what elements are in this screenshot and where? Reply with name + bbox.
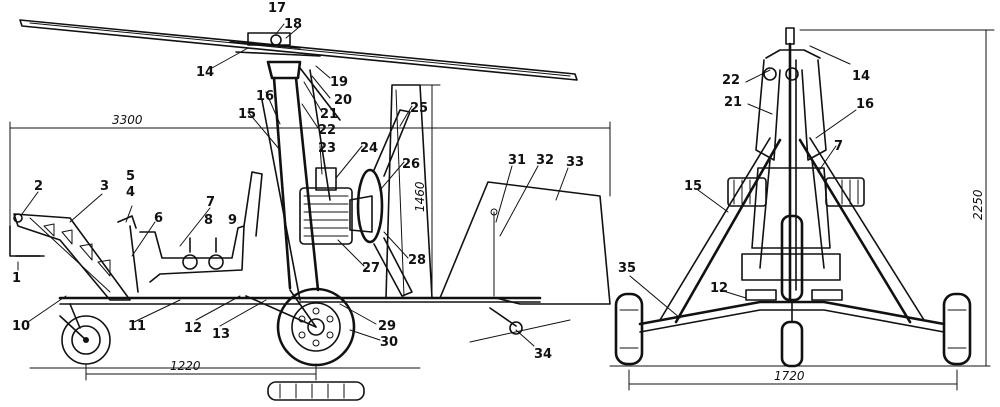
callout-4: 4 xyxy=(126,185,135,200)
front-axle xyxy=(638,289,946,333)
callout-14: 14 xyxy=(196,65,214,80)
callout-16: 16 xyxy=(256,89,274,104)
callout-12: 12 xyxy=(184,321,202,336)
front-struts xyxy=(659,137,925,324)
leader-lines xyxy=(17,23,569,347)
callout-21: 21 xyxy=(320,107,338,122)
front-callout-15: 15 xyxy=(684,179,702,194)
callout-5: 5 xyxy=(126,169,135,184)
callout-6: 6 xyxy=(154,211,163,226)
front-nose-wheel xyxy=(780,214,804,368)
dim-rear-height: 1460 xyxy=(413,84,441,299)
callout-7: 7 xyxy=(206,195,215,210)
front-right-wheel xyxy=(942,292,972,366)
callout-22: 22 xyxy=(318,123,336,138)
overall-height-label: 2250 xyxy=(971,189,985,220)
callout-13: 13 xyxy=(212,327,230,342)
front-callout-35: 35 xyxy=(618,261,636,276)
engine xyxy=(299,167,373,245)
callout-1: 1 xyxy=(12,271,21,286)
propeller xyxy=(356,109,413,297)
callout-28: 28 xyxy=(408,253,426,268)
dim-overall-height: 2250 xyxy=(799,29,995,367)
front-left-wheel xyxy=(614,292,644,366)
callout-3: 3 xyxy=(100,179,109,194)
wheel-base-label: 1220 xyxy=(170,359,201,373)
nose-wheel xyxy=(59,303,111,365)
callout-20: 20 xyxy=(334,93,352,108)
callout-9: 9 xyxy=(228,213,237,228)
dim-wheel-base: 1220 xyxy=(85,359,317,381)
front-truss xyxy=(9,213,131,301)
front-leader-lines xyxy=(629,45,857,319)
front-callout-12: 12 xyxy=(710,281,728,296)
front-rotor-head xyxy=(763,27,821,302)
tyre-detail xyxy=(267,381,365,401)
callout-34: 34 xyxy=(534,347,552,362)
overall-length-label: 3300 xyxy=(112,113,143,127)
side-view: 3300 1220 1460 xyxy=(9,1,611,401)
front-view: 1720 2250 7 12 14 15 16 21 22 35 xyxy=(609,27,995,391)
tail-fairing xyxy=(439,181,611,305)
dim-overall-length: 3300 xyxy=(9,113,611,251)
callout-33: 33 xyxy=(566,155,584,170)
callout-2: 2 xyxy=(34,179,43,194)
callout-10: 10 xyxy=(12,319,30,334)
tail-skid xyxy=(469,307,571,343)
callout-24: 24 xyxy=(360,141,378,156)
front-callout-14: 14 xyxy=(852,69,870,84)
callout-25: 25 xyxy=(410,101,428,116)
front-callout-21: 21 xyxy=(724,95,742,110)
seat xyxy=(139,171,263,283)
callout-32: 32 xyxy=(536,153,554,168)
callout-18: 18 xyxy=(284,17,302,32)
callout-31: 31 xyxy=(508,153,526,168)
callout-17: 17 xyxy=(268,1,286,16)
rotor-blade xyxy=(19,19,578,81)
callout-23: 23 xyxy=(318,141,336,156)
dim-track-width: 1720 xyxy=(628,369,958,391)
rotor-hub xyxy=(229,32,321,57)
callout-11: 11 xyxy=(128,319,146,334)
callout-27: 27 xyxy=(362,261,380,276)
callout-19: 19 xyxy=(330,75,348,90)
callout-8: 8 xyxy=(204,213,213,228)
front-callout-22: 22 xyxy=(722,73,740,88)
rotor-mast xyxy=(261,60,341,301)
callout-26: 26 xyxy=(402,157,420,172)
rear-height-label: 1460 xyxy=(413,181,427,212)
front-callout-16: 16 xyxy=(856,97,874,112)
callout-29: 29 xyxy=(378,319,396,334)
front-callout-7: 7 xyxy=(834,139,843,154)
front-seat xyxy=(741,167,841,281)
callout-15: 15 xyxy=(238,107,256,122)
front-mast-frame xyxy=(755,59,827,161)
control-stick xyxy=(117,215,139,293)
callout-30: 30 xyxy=(380,335,398,350)
track-width-label: 1720 xyxy=(774,369,805,383)
